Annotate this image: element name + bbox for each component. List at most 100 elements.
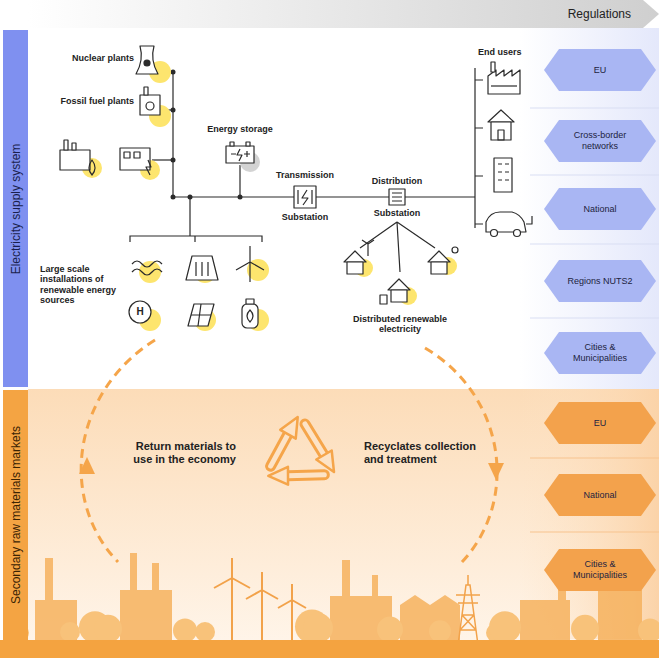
illustration-part (134, 152, 140, 158)
illustration-part (246, 142, 250, 146)
illustration-part (380, 295, 387, 304)
illustration-part (491, 230, 498, 237)
illustration-part (28, 389, 659, 658)
illustration-part (188, 304, 214, 326)
illustration-part (72, 143, 76, 150)
illustration-part (530, 108, 659, 318)
illustration-part (28, 28, 659, 389)
illustration-part (60, 46, 532, 328)
illustration-part (256, 417, 312, 466)
illustration-part (238, 195, 243, 200)
hexagon-shape (544, 260, 656, 302)
illustration-part (456, 575, 480, 645)
illustration-part (489, 611, 521, 643)
level-tag: Regions NUTS2 (544, 260, 656, 302)
illustration-part (152, 159, 173, 160)
illustration-part (391, 290, 407, 302)
level-label: Cross-border networks (561, 130, 639, 152)
level-label: EU (594, 65, 607, 76)
illustration-part (638, 618, 659, 642)
illustration-part (530, 458, 659, 459)
illustration-part (195, 622, 215, 642)
illustration-part (278, 584, 306, 608)
illustration-part (214, 558, 306, 645)
cycle-label: Recyclates collection and treatment (364, 440, 482, 465)
level-tag: National (544, 474, 656, 516)
illustration-part (491, 62, 495, 72)
level-tag: Cities & Municipalities (544, 332, 656, 374)
illustration-part (388, 279, 410, 290)
illustration-part (82, 61, 457, 331)
component-label: Nuclear plants (58, 53, 134, 63)
level-tag: EU (544, 402, 656, 444)
illustration-part (226, 146, 254, 163)
illustration-part (231, 149, 250, 161)
level-tag: National (544, 188, 656, 230)
illustration-part (132, 261, 162, 275)
illustration-part (130, 553, 137, 590)
illustration-part (530, 175, 659, 176)
illustration-part (246, 572, 278, 599)
illustration-part (64, 140, 68, 150)
illustration-part (530, 244, 659, 245)
illustration-part (342, 560, 350, 596)
illustration-part (144, 87, 148, 95)
illustration-part (171, 195, 176, 200)
illustration-part (488, 70, 520, 94)
illustration-part (431, 262, 447, 274)
cycle-label: Return materials to use in the economy (118, 440, 236, 465)
illustration-part (144, 60, 150, 66)
illustration-part (372, 575, 378, 596)
illustration-part (377, 617, 403, 643)
illustration-part (79, 457, 95, 474)
illustration-part (429, 620, 451, 642)
component-label: Energy storage (198, 124, 282, 134)
illustration-part (305, 424, 334, 472)
illustration-part (514, 230, 521, 237)
illustration-part (81, 340, 497, 562)
illustration-part (140, 95, 160, 115)
hexagon-shape (544, 49, 656, 91)
arrow-shape (28, 0, 659, 28)
section-band: Secondary raw materials markets (3, 390, 28, 640)
illustration-part (45, 558, 53, 600)
regulations-arrow: Regulations (28, 0, 659, 28)
illustration-part (230, 142, 234, 146)
illustration-part (130, 197, 262, 242)
component-label: Large scale installations of renewable e… (40, 264, 124, 305)
level-label: Regions NUTS2 (567, 276, 632, 287)
component-label: Distributed renewable electricity (348, 314, 452, 335)
illustration-part (530, 108, 659, 109)
hexagon-shape (544, 120, 656, 162)
illustration-part (94, 615, 122, 643)
illustration-part (246, 299, 254, 304)
illustration-part (347, 262, 363, 274)
illustration-part (294, 186, 316, 208)
illustration-part (186, 256, 218, 280)
symbol-letter: H (133, 306, 147, 318)
illustration-part (146, 102, 154, 110)
component-label: Transmission (268, 170, 342, 180)
illustration-part (146, 160, 151, 175)
illustration-part (171, 108, 176, 113)
illustration-part (428, 251, 450, 262)
illustration-part (173, 618, 197, 642)
section-band: Electricity supply system (3, 30, 28, 387)
illustration-part (498, 164, 509, 180)
illustration-part (344, 251, 366, 262)
illustration-part (456, 575, 480, 645)
illustration-part (392, 193, 402, 201)
illustration-part (303, 613, 333, 643)
illustration-part (498, 130, 504, 140)
illustration-part (400, 595, 460, 645)
illustration-part (152, 563, 159, 590)
level-tag: Cross-border networks (544, 120, 656, 162)
level-label: Cities & Municipalities (561, 559, 639, 581)
illustration-part (124, 152, 130, 158)
illustration-part (236, 246, 264, 282)
illustration-part (452, 247, 458, 253)
illustration-part (120, 590, 172, 645)
illustration-part (530, 318, 659, 319)
illustration-part (488, 110, 514, 122)
